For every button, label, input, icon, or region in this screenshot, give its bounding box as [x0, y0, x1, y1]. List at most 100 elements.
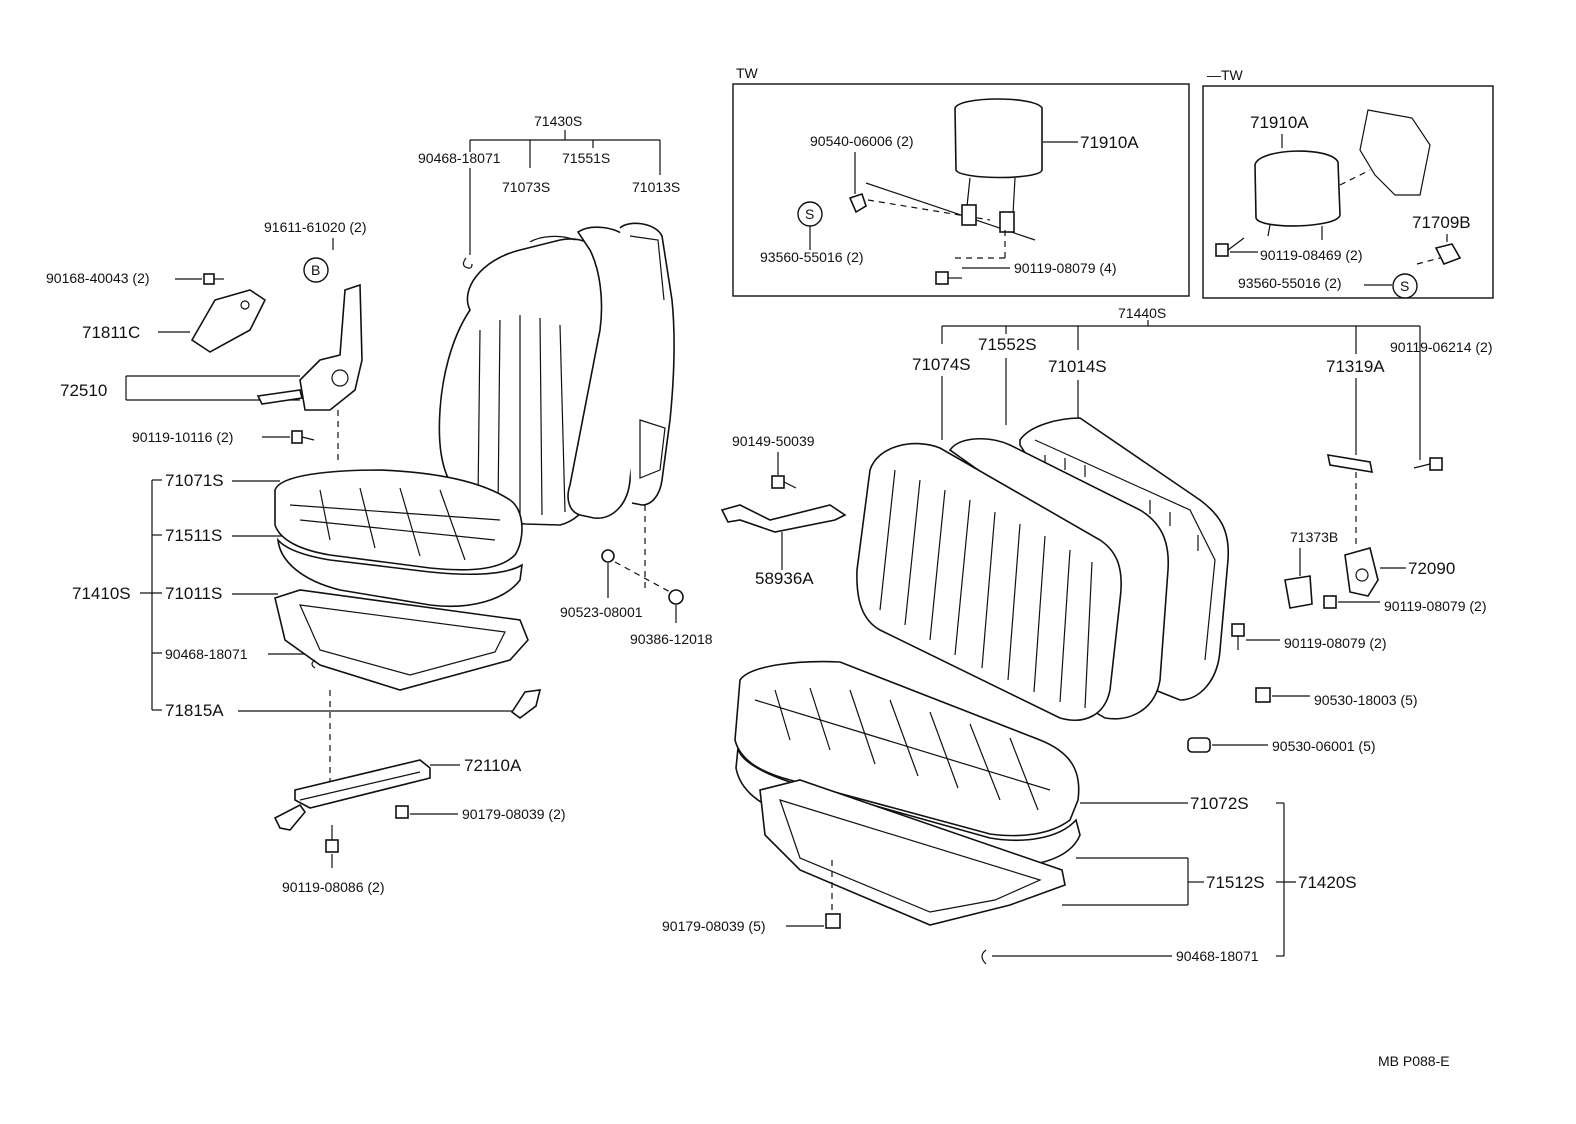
headrest-ntw: [1254, 150, 1341, 240]
label-71072S: 71072S: [1190, 794, 1249, 813]
seat-lock: [1344, 547, 1379, 597]
callout-71410S-bracket: [140, 479, 512, 712]
label-71511S: 71511S: [165, 526, 222, 545]
label-71410S: 71410S: [72, 584, 131, 603]
label-93560-55016-a: 93560-55016 (2): [760, 249, 864, 265]
callout-71440S-bracket: [941, 320, 1421, 460]
label-71013S: 71013S: [632, 179, 680, 195]
rear-seatback-cover: [856, 442, 1122, 721]
front-seatback-frame: [619, 222, 675, 506]
label-71420S: 71420S: [1298, 873, 1357, 892]
inset-ntw-box: [1202, 85, 1494, 299]
label-90179-08039-5: 90179-08039 (5): [662, 918, 766, 934]
label-71071S: 71071S: [165, 471, 224, 490]
hog-ring: [981, 949, 987, 965]
label-90119-06214: 90119-06214 (2): [1390, 339, 1492, 355]
nut-icon: [668, 589, 684, 605]
label-71552S: 71552S: [978, 335, 1037, 354]
bolt-icon: [1323, 595, 1337, 609]
callout-71430S-bracket: [469, 130, 661, 175]
rear-seat-cushion-frame: [759, 779, 1066, 926]
headrest-guide: [1434, 243, 1462, 266]
label-71440S: 71440S: [1118, 305, 1166, 321]
label-71910A-ntw: 71910A: [1250, 113, 1309, 132]
label-90530-06001: 90530-06001 (5): [1272, 738, 1376, 754]
front-seat-cushion-pad: [276, 537, 524, 608]
bolt-icon: [203, 273, 224, 285]
seat-belt-bracket: [720, 504, 847, 533]
nut-icon: [1255, 687, 1271, 703]
hog-ring: [311, 659, 316, 669]
front-seat-cushion-cover: [274, 469, 523, 571]
label-71373B: 71373B: [1290, 529, 1338, 545]
label-90468-18071-lower: 90468-18071: [1176, 948, 1259, 964]
label-90119-08469: 90119-08469 (2): [1260, 247, 1362, 263]
headrest-support: [848, 192, 867, 214]
label-90530-18003: 90530-18003 (5): [1314, 692, 1418, 708]
label-90523-08001: 90523-08001: [560, 604, 643, 620]
callout-71512S-bracket: [1062, 857, 1204, 906]
label-71815A: 71815A: [165, 701, 224, 720]
hog-ring: [462, 257, 473, 269]
label-71319A: 71319A: [1326, 357, 1385, 376]
label-90468-18071-mid: 90468-18071: [165, 646, 248, 662]
seat-lock-striker: [1284, 575, 1313, 609]
label-90119-08079-2a: 90119-08079 (2): [1384, 598, 1486, 614]
bolt-icon: [1231, 623, 1245, 650]
nut-icon: [601, 549, 615, 563]
b-clip-symbol: [303, 257, 329, 283]
bolt-icon: [935, 271, 962, 285]
seat-track-adjuster: [273, 759, 431, 831]
label-B: B: [311, 262, 320, 278]
label-71551S: 71551S: [562, 150, 610, 166]
bolt-icon: [325, 825, 339, 853]
bolt-icon: [1215, 237, 1245, 257]
label-71910A-tw: 71910A: [1080, 133, 1139, 152]
headrest-frame-ghost: [1359, 109, 1431, 196]
headrest-tw: [954, 98, 1043, 233]
label-90119-10116: 90119-10116 (2): [132, 429, 233, 445]
bolt-icon: [1413, 457, 1443, 471]
label-90168-40043: 90168-40043 (2): [46, 270, 150, 286]
label-90386-12018: 90386-12018: [630, 631, 713, 647]
inset-tw-label: TW: [736, 65, 759, 81]
bumper-icon: [1187, 737, 1211, 753]
label-91611-61020: 91611-61020 (2): [264, 219, 366, 235]
label-71709B: 71709B: [1412, 213, 1471, 232]
label-71074S: 71074S: [912, 355, 971, 374]
label-72510: 72510: [60, 381, 107, 400]
inset-ntw-label: —TW: [1207, 67, 1244, 83]
label-90119-08086: 90119-08086 (2): [282, 879, 384, 895]
bolt-icon: [291, 430, 315, 444]
label-90179-08039-2: 90179-08039 (2): [462, 806, 566, 822]
label-71512S: 71512S: [1206, 873, 1265, 892]
recliner-cover: [190, 289, 267, 353]
label-90540-06006: 90540-06006 (2): [810, 133, 914, 149]
rear-seat-cushion-cover: [734, 660, 1080, 837]
diagram-code: MB P088-E: [1378, 1053, 1450, 1069]
label-S-1: S: [805, 206, 814, 222]
seat-hinge: [1326, 454, 1374, 473]
label-90119-08079-4: 90119-08079 (4): [1014, 260, 1116, 276]
label-71014S: 71014S: [1048, 357, 1107, 376]
s-clip-symbol: [1392, 273, 1418, 299]
nut-icon: [825, 913, 841, 929]
bolt-icon: [771, 475, 797, 489]
nut-icon: [395, 805, 409, 819]
front-seat-cushion-frame: [274, 589, 529, 691]
label-S-2: S: [1400, 278, 1409, 294]
front-seatback-cover: [438, 235, 614, 526]
label-71011S: 71011S: [165, 584, 222, 603]
label-93560-55016-b: 93560-55016 (2): [1238, 275, 1342, 291]
label-90119-08079-2b: 90119-08079 (2): [1284, 635, 1386, 651]
recliner-adjuster: [256, 283, 363, 411]
inset-tw-box: [732, 83, 1190, 297]
label-90149-50039: 90149-50039: [732, 433, 815, 449]
label-71430S: 71430S: [534, 113, 582, 129]
callout-71420S-bracket: [1276, 802, 1296, 957]
label-71811C: 71811C: [82, 323, 140, 342]
label-58936A: 58936A: [755, 569, 814, 588]
lever-knob: [510, 689, 542, 719]
label-71073S: 71073S: [502, 179, 550, 195]
